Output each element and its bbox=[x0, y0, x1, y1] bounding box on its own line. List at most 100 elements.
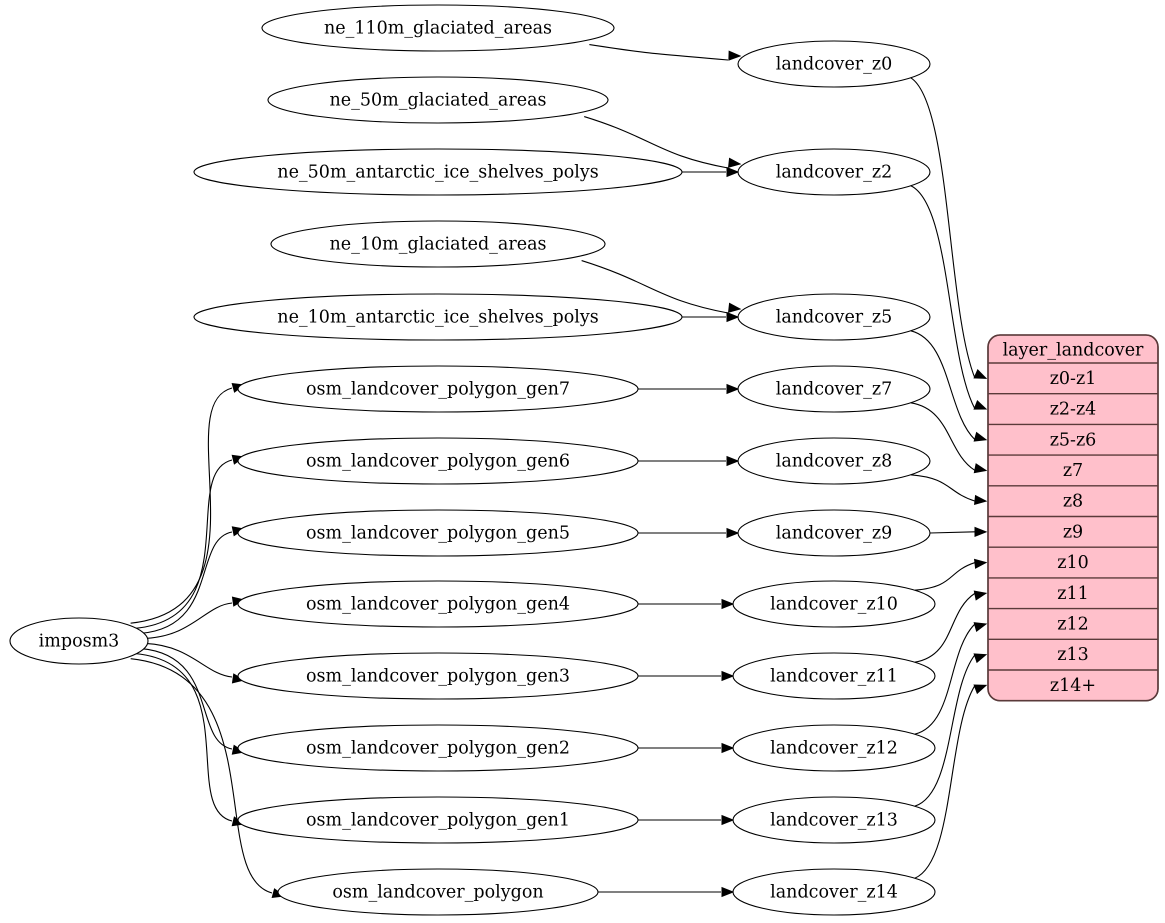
node-landcover_z10[interactable]: landcover_z10 bbox=[732, 580, 936, 628]
row-label: z14+ bbox=[1050, 676, 1096, 696]
node-ellipse-landcover_z9[interactable] bbox=[737, 509, 931, 557]
layer-table-row[interactable]: z11 bbox=[988, 577, 1158, 609]
edge-imposm3-to-osm_landcover_polygon_gen5 bbox=[140, 531, 233, 634]
layer-table-row[interactable]: z7 bbox=[988, 454, 1158, 486]
node-ne_110m_glaciated_areas[interactable]: ne_110m_glaciated_areas bbox=[261, 4, 615, 52]
edge-arrowhead bbox=[728, 157, 742, 168]
edge-landcover_z10-to-layer_landcover bbox=[914, 562, 976, 591]
edge-imposm3-to-osm_landcover_polygon_gen2 bbox=[140, 647, 233, 750]
node-landcover_z8[interactable]: landcover_z8 bbox=[737, 437, 931, 485]
node-label-imposm3: imposm3 bbox=[39, 632, 120, 652]
node-osm_landcover_polygon_gen2[interactable]: osm_landcover_polygon_gen2 bbox=[237, 724, 639, 772]
node-landcover_z7[interactable]: landcover_z7 bbox=[737, 365, 931, 413]
node-osm_landcover_polygon_gen5[interactable]: osm_landcover_polygon_gen5 bbox=[237, 509, 639, 557]
node-landcover_z14[interactable]: landcover_z14 bbox=[732, 868, 936, 916]
node-ellipse-osm_landcover_polygon_gen5[interactable] bbox=[237, 509, 639, 557]
row-label: z8 bbox=[1063, 492, 1083, 512]
edge-arrowhead bbox=[973, 400, 988, 410]
edge-imposm3-to-osm_landcover_polygon_gen7 bbox=[130, 387, 233, 624]
layer-table-header: layer_landcover bbox=[1003, 341, 1144, 361]
node-osm_landcover_polygon[interactable]: osm_landcover_polygon bbox=[277, 868, 599, 916]
layer-table-row[interactable]: z14+ bbox=[988, 669, 1158, 701]
edge-arrowhead bbox=[721, 670, 735, 682]
node-label-landcover_z0: landcover_z0 bbox=[776, 55, 893, 75]
node-ne_50m_antarctic_ice_shelves_polys[interactable]: ne_50m_antarctic_ice_shelves_polys bbox=[193, 148, 683, 196]
node-ellipse-landcover_z12[interactable] bbox=[732, 724, 936, 772]
node-landcover_z2[interactable]: landcover_z2 bbox=[737, 148, 931, 196]
node-ellipse-osm_landcover_polygon_gen3[interactable] bbox=[237, 652, 639, 700]
node-ellipse-landcover_z10[interactable] bbox=[732, 580, 936, 628]
layer-table-row[interactable]: z8 bbox=[988, 485, 1158, 517]
node-label-landcover_z13: landcover_z13 bbox=[770, 811, 898, 831]
edge-arrowhead bbox=[726, 527, 740, 539]
node-landcover_z13[interactable]: landcover_z13 bbox=[732, 796, 936, 844]
edge-arrowhead bbox=[973, 431, 988, 442]
edge-arrowhead bbox=[973, 622, 988, 632]
node-label-landcover_z14: landcover_z14 bbox=[770, 883, 898, 903]
edge-arrowhead bbox=[726, 166, 740, 178]
node-ellipse-ne_50m_antarctic_ice_shelves_polys[interactable] bbox=[193, 148, 683, 196]
layer-table-row[interactable]: z0-z1 bbox=[988, 362, 1158, 394]
node-ellipse-osm_landcover_polygon_gen6[interactable] bbox=[237, 437, 639, 485]
node-landcover_z5[interactable]: landcover_z5 bbox=[737, 293, 931, 341]
node-ellipse-osm_landcover_polygon_gen4[interactable] bbox=[237, 580, 639, 628]
row-label: z11 bbox=[1057, 584, 1089, 604]
edge-landcover_z7-to-layer_landcover bbox=[910, 402, 976, 471]
node-osm_landcover_polygon_gen3[interactable]: osm_landcover_polygon_gen3 bbox=[237, 652, 639, 700]
node-label-osm_landcover_polygon_gen7: osm_landcover_polygon_gen7 bbox=[306, 380, 570, 400]
node-landcover_z12[interactable]: landcover_z12 bbox=[732, 724, 936, 772]
layer-table-row[interactable]: z5-z6 bbox=[988, 423, 1158, 455]
node-ellipse-ne_10m_antarctic_ice_shelves_polys[interactable] bbox=[193, 293, 683, 341]
node-landcover_z11[interactable]: landcover_z11 bbox=[732, 652, 936, 700]
node-ellipse-imposm3[interactable] bbox=[9, 617, 149, 665]
node-landcover_z9[interactable]: landcover_z9 bbox=[737, 509, 931, 557]
node-ellipse-ne_110m_glaciated_areas[interactable] bbox=[261, 4, 615, 52]
edge-imposm3-to-osm_landcover_polygon bbox=[130, 658, 273, 894]
layer-table-row[interactable]: z9 bbox=[988, 515, 1158, 548]
node-landcover_z0[interactable]: landcover_z0 bbox=[737, 40, 931, 88]
edge-imposm3-to-osm_landcover_polygon_gen3 bbox=[145, 642, 233, 678]
node-osm_landcover_polygon_gen6[interactable]: osm_landcover_polygon_gen6 bbox=[237, 437, 639, 485]
node-ellipse-landcover_z0[interactable] bbox=[737, 40, 931, 88]
layer-table-row[interactable]: z12 bbox=[988, 607, 1158, 640]
row-label: z0-z1 bbox=[1050, 369, 1097, 389]
node-ellipse-osm_landcover_polygon[interactable] bbox=[277, 868, 599, 916]
node-ne_50m_glaciated_areas[interactable]: ne_50m_glaciated_areas bbox=[267, 76, 609, 124]
node-ellipse-landcover_z14[interactable] bbox=[732, 868, 936, 916]
node-osm_landcover_polygon_gen4[interactable]: osm_landcover_polygon_gen4 bbox=[237, 580, 639, 628]
node-osm_landcover_polygon_gen7[interactable]: osm_landcover_polygon_gen7 bbox=[237, 365, 639, 413]
node-ellipse-osm_landcover_polygon_gen2[interactable] bbox=[237, 724, 639, 772]
edge-landcover_z5-to-layer_landcover bbox=[910, 330, 976, 441]
node-ellipse-landcover_z2[interactable] bbox=[737, 148, 931, 196]
node-ne_10m_glaciated_areas[interactable]: ne_10m_glaciated_areas bbox=[270, 220, 606, 268]
edge-arrowhead bbox=[973, 369, 988, 379]
edge-arrowhead bbox=[973, 653, 988, 664]
layer-table-row[interactable]: z2-z4 bbox=[988, 393, 1158, 425]
edge-arrowhead bbox=[974, 558, 988, 569]
node-imposm3[interactable]: imposm3 bbox=[9, 617, 149, 665]
layer-table-row[interactable]: z10 bbox=[988, 546, 1158, 578]
node-label-osm_landcover_polygon_gen5: osm_landcover_polygon_gen5 bbox=[306, 524, 570, 544]
node-ellipse-landcover_z13[interactable] bbox=[732, 796, 936, 844]
node-ellipse-ne_50m_glaciated_areas[interactable] bbox=[267, 76, 609, 124]
edge-imposm3-to-osm_landcover_polygon_gen4 bbox=[145, 602, 233, 639]
node-label-landcover_z5: landcover_z5 bbox=[776, 308, 893, 328]
edge-arrowhead bbox=[721, 598, 735, 610]
edge-arrowhead bbox=[974, 526, 988, 537]
node-ellipse-osm_landcover_polygon_gen1[interactable] bbox=[237, 796, 639, 844]
node-label-landcover_z9: landcover_z9 bbox=[776, 524, 893, 544]
node-ellipse-landcover_z7[interactable] bbox=[737, 365, 931, 413]
edge-landcover_z12-to-layer_landcover bbox=[914, 623, 976, 735]
node-osm_landcover_polygon_gen1[interactable]: osm_landcover_polygon_gen1 bbox=[237, 796, 639, 844]
layer-table-row[interactable]: z13 bbox=[988, 638, 1158, 670]
node-ellipse-ne_10m_glaciated_areas[interactable] bbox=[270, 220, 606, 268]
node-ellipse-landcover_z5[interactable] bbox=[737, 293, 931, 341]
node-label-ne_50m_antarctic_ice_shelves_polys: ne_50m_antarctic_ice_shelves_polys bbox=[277, 163, 598, 183]
node-ellipse-landcover_z11[interactable] bbox=[732, 652, 936, 700]
node-ne_10m_antarctic_ice_shelves_polys[interactable]: ne_10m_antarctic_ice_shelves_polys bbox=[193, 293, 683, 341]
node-ellipse-osm_landcover_polygon_gen7[interactable] bbox=[237, 365, 639, 413]
edge-arrowhead bbox=[973, 684, 988, 695]
node-ellipse-landcover_z8[interactable] bbox=[737, 437, 931, 485]
